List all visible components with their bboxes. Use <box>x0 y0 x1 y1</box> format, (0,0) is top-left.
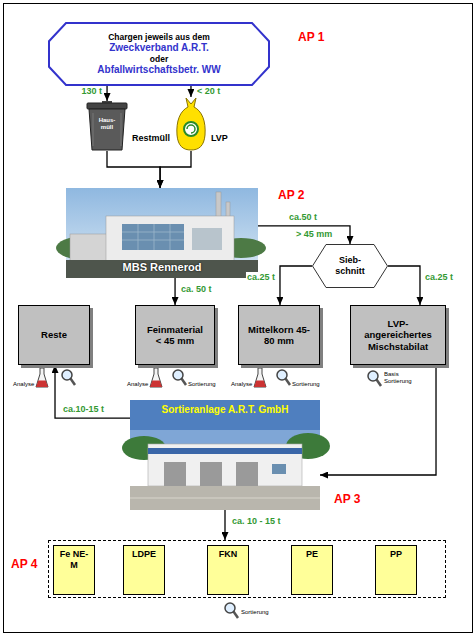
analysis-label: Analyse <box>13 381 34 388</box>
magnifier-icon <box>173 370 186 385</box>
sorting-plant-photo: Sortieranlage A.R.T. GmbH <box>130 400 320 510</box>
flow-arrow <box>388 266 420 305</box>
flow-arrow <box>107 151 160 188</box>
node-text: Abfallwirtschaftsbetr. WW <box>97 64 220 76</box>
sorting-label: Sortierung <box>241 609 269 616</box>
flow-arrow <box>106 86 107 101</box>
magnifier-icon <box>62 370 75 385</box>
node-text: LDPE <box>132 549 156 560</box>
node-content: Reste <box>19 306 89 364</box>
sorting-label: Basis Sortierung <box>384 371 418 385</box>
quantity-label: ca. 10 - 15 t <box>231 516 282 527</box>
flow-arrow <box>55 365 130 418</box>
node-content: PP <box>376 546 416 594</box>
fraction-box: Feinmaterial < 45 mm <box>135 305 215 365</box>
screening-hexagon: Sieb- schnitt <box>312 244 388 288</box>
node-text: Zweckverband A.R.T. <box>109 42 209 54</box>
flow-arrow <box>280 266 312 305</box>
node-text: Feinmaterial < 45 mm <box>144 324 206 347</box>
fraction-box: Mittelkorn 45-80 mm <box>238 305 320 365</box>
magnifier-icon <box>225 603 238 618</box>
waste-bin-icon: Haus- müllRestmüll <box>86 101 128 151</box>
magnifier-icon <box>277 370 290 385</box>
fraction-box: Reste <box>18 305 90 365</box>
node-text: Mittelkorn 45-80 mm <box>247 324 311 347</box>
node-content: LDPE <box>124 546 164 594</box>
node-text: PP <box>390 549 402 560</box>
node-content: LVP- angereichertes Mischstabilat <box>351 306 445 364</box>
node-content: FKN <box>208 546 248 594</box>
quantity-label: ca.25 t <box>246 272 276 283</box>
node-content: Mittelkorn 45-80 mm <box>239 306 319 364</box>
sorting-label: Sortierung <box>292 381 320 388</box>
quantity-label: ca.50 t <box>288 212 318 223</box>
product-box: PP <box>375 545 417 595</box>
quantity-label: ca. 50 t <box>180 284 213 295</box>
node-content <box>175 97 207 151</box>
node-content: Sieb- schnitt <box>312 244 388 288</box>
node-text: FKN <box>219 549 238 560</box>
fraction-box: LVP- angereichertes Mischstabilat <box>350 305 446 365</box>
plant-photo: MBS Rennerod <box>66 188 258 278</box>
node-text: PE <box>306 549 318 560</box>
node-shape <box>175 97 207 151</box>
work-package-label: AP 3 <box>334 492 360 506</box>
quantity-label: ca.10-15 t <box>62 404 105 415</box>
flask-icon <box>36 368 48 387</box>
node-text: MBS Rennerod <box>123 261 202 274</box>
node-text: Sieb- schnitt <box>330 255 370 277</box>
flow-arrow <box>160 151 191 188</box>
size-label: > 45 mm <box>296 229 332 240</box>
product-box: LDPE <box>123 545 165 595</box>
node-shape <box>130 400 320 510</box>
node-text: LVP <box>211 133 228 144</box>
node-text: Sortieranlage A.R.T. GmbH <box>162 404 289 416</box>
flow-arrow <box>224 510 225 540</box>
node-content: Sortieranlage A.R.T. GmbH <box>130 400 320 510</box>
magnifier-icon <box>368 371 381 386</box>
node-text: Chargen jeweils aus dem <box>108 32 210 42</box>
flow-arrow <box>258 226 350 244</box>
node-content: MBS Rennerod <box>66 188 258 278</box>
node-text: Haus- müll <box>94 117 120 131</box>
quantity-label: 130 t <box>80 86 103 97</box>
node-text: Fe NE-M <box>58 549 90 571</box>
analysis-label: Analyse <box>231 381 252 388</box>
sorting-label: Sortierung <box>188 381 216 388</box>
quantity-label: ca.25 t <box>424 272 454 283</box>
node-text: oder <box>150 54 168 64</box>
quantity-label: < 20 t <box>196 86 221 97</box>
node-content <box>49 541 445 597</box>
node-content: Fe NE-M <box>54 546 94 594</box>
node-content: PE <box>292 546 332 594</box>
lvp-bag-icon: LVP <box>175 97 207 151</box>
node-text: AP 4 <box>11 557 37 571</box>
node-content: Haus- müll <box>86 101 128 151</box>
product-box: Fe NE-M <box>53 545 95 595</box>
flow-arrow <box>320 365 436 475</box>
work-package-label: AP 2 <box>278 188 304 202</box>
outer-frame <box>4 4 473 633</box>
work-package-label: AP 1 <box>298 30 324 44</box>
node-text: LVP- angereichertes Mischstabilat <box>359 318 437 352</box>
flask-icon <box>254 368 266 387</box>
flask-icon <box>150 368 162 387</box>
product-box: FKN <box>207 545 249 595</box>
source-octagon: Chargen jeweils aus demZweckverband A.R.… <box>48 22 270 86</box>
flow-arrow <box>174 278 175 305</box>
node-text: Restmüll <box>132 133 170 144</box>
product-band: AP 4Fe NE-MLDPEFKNPEPP <box>48 540 446 598</box>
node-content: Chargen jeweils aus demZweckverband A.R.… <box>48 22 270 86</box>
product-box: PE <box>291 545 333 595</box>
analysis-label: Analyse <box>127 381 148 388</box>
flow-arrow <box>190 86 191 97</box>
node-text: Reste <box>41 329 67 340</box>
node-content: Feinmaterial < 45 mm <box>136 306 214 364</box>
